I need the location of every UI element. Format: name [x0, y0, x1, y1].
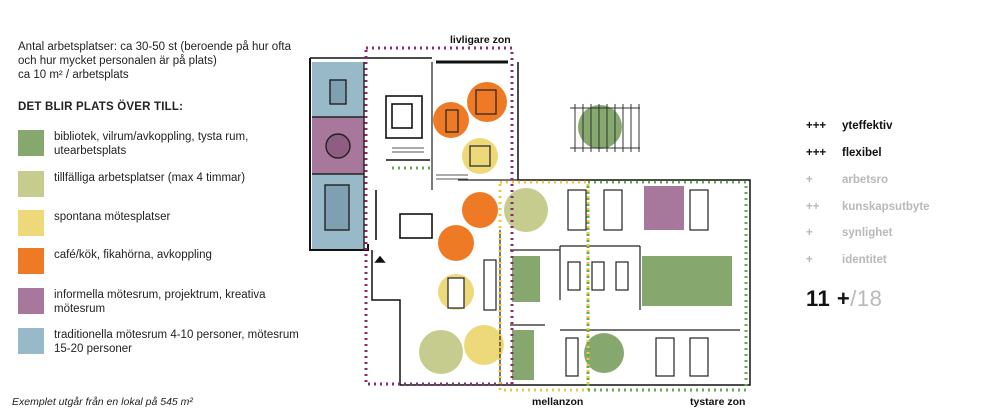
eval-label: kunskapsutbyte — [842, 201, 930, 213]
legend-label: traditionella mötesrum 4-10 personer, mö… — [54, 329, 299, 355]
legend-swatch — [18, 210, 44, 236]
legend-swatch — [18, 171, 44, 197]
eval-mark: + — [806, 174, 813, 186]
zone-livlig-boundary — [364, 46, 514, 386]
eval-mark: ++ — [806, 201, 820, 213]
legend-item-traditional-meeting-rooms: traditionella mötesrum 4-10 personer, mö… — [18, 328, 308, 362]
zone-label-tyst: tystare zon — [690, 396, 746, 408]
eval-label: arbetsro — [842, 174, 889, 186]
score-value: 11 + — [806, 286, 851, 311]
exterior-walls — [309, 57, 751, 386]
informal-meeting-room — [644, 186, 684, 230]
legend-label: bibliotek, vilrum/avkoppling, tysta rum,… — [54, 131, 249, 157]
legend-item-library: bibliotek, vilrum/avkoppling, tysta rum,… — [18, 130, 308, 164]
intro-line-workplaces: Antal arbetsplatser: ca 30-50 st (beroen… — [18, 41, 291, 67]
eval-label: identitet — [842, 254, 887, 266]
eval-label: synlighet — [842, 227, 893, 239]
floor-plan — [309, 46, 751, 392]
legend-heading: DET BLIR PLATS ÖVER TILL: — [18, 101, 184, 113]
footnote: Exemplet utgår från en lokal på 545 m² — [12, 396, 193, 408]
score: 11 +/18 — [806, 286, 882, 312]
legend-swatch — [18, 248, 44, 274]
terrace — [570, 104, 640, 152]
legend-label: café/kök, fikahörna, avkoppling — [54, 249, 212, 261]
zone-label-mellan: mellanzon — [532, 396, 584, 408]
eval-mark: + — [806, 254, 813, 266]
quiet-green-areas — [512, 105, 732, 380]
eval-label: flexibel — [842, 147, 882, 159]
legend-label: tillfälliga arbetsplatser (max 4 timmar) — [54, 172, 246, 184]
legend-item-temporary-workplaces: tillfälliga arbetsplatser (max 4 timmar) — [18, 171, 308, 205]
legend-swatch — [18, 328, 44, 354]
temporary-workplace-circles — [419, 188, 548, 374]
legend-label: informella mötesrum, projektrum, kreativ… — [54, 289, 266, 315]
legend-item-cafe: café/kök, fikahörna, avkoppling — [18, 248, 308, 282]
cafe-circles — [433, 82, 507, 261]
eval-mark: + — [806, 227, 813, 239]
eval-mark: +++ — [806, 120, 827, 132]
legend-item-informal-meeting-rooms: informella mötesrum, projektrum, kreativ… — [18, 288, 308, 322]
eval-mark: +++ — [806, 147, 827, 159]
legend-swatch — [18, 288, 44, 314]
zone-mellan-boundary — [498, 180, 590, 392]
intro-line-area: ca 10 m² / arbetsplats — [18, 69, 129, 81]
zone-label-livlig: livligare zon — [450, 34, 511, 46]
intro-text: Antal arbetsplatser: ca 30-50 st (beroen… — [18, 40, 293, 82]
zone-tyst-boundary — [586, 180, 748, 392]
legend-swatch — [18, 130, 44, 156]
score-total: /18 — [850, 286, 883, 311]
eval-label: yteffektiv — [842, 120, 893, 132]
legend-label: spontana mötesplatser — [54, 211, 171, 223]
legend-item-spontaneous-meetings: spontana mötesplatser — [18, 210, 308, 244]
